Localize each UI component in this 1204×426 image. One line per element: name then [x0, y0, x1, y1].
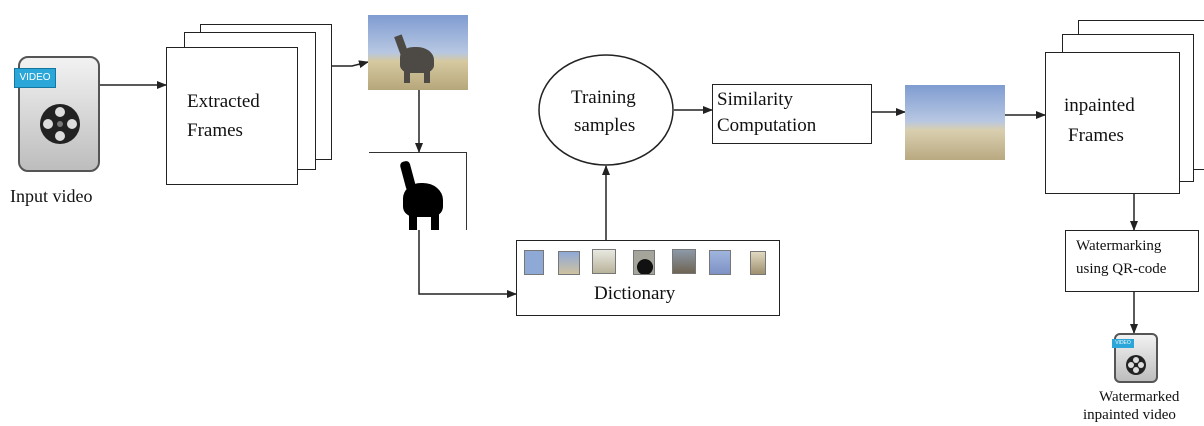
dictionary-patch	[592, 249, 616, 274]
video-badge: VIDEO	[1112, 339, 1134, 348]
elephant-frame-image	[368, 15, 468, 90]
arrow-frames-to-image	[332, 60, 369, 69]
dictionary-patch	[558, 251, 580, 275]
watermarking-node: Watermarking using QR-code	[1065, 230, 1199, 292]
arrow-mask-to-dictionary	[418, 230, 517, 298]
similarity-line1: Similarity	[717, 89, 793, 110]
input-video-node: VIDEO	[14, 56, 100, 176]
training-samples-line2: samples	[574, 115, 636, 136]
film-reel-icon	[40, 104, 80, 144]
inpainted-result-image	[905, 85, 1005, 160]
dictionary-patch	[709, 250, 731, 275]
input-video-label: Input video	[10, 186, 93, 206]
training-samples-line1: Training	[571, 87, 636, 108]
video-badge: VIDEO	[14, 68, 56, 88]
dictionary-patch	[672, 249, 696, 274]
inpainted-frames-line2: Frames	[1068, 125, 1124, 146]
extracted-frames-node: Extracted Frames	[166, 47, 298, 185]
dictionary-patch	[633, 250, 655, 275]
similarity-computation-node: Similarity Computation	[712, 84, 872, 144]
dictionary-label: Dictionary	[594, 283, 676, 304]
dictionary-patch	[750, 251, 766, 275]
similarity-line2: Computation	[717, 115, 817, 136]
training-samples-node	[538, 54, 674, 166]
dictionary-node: Dictionary	[516, 240, 780, 316]
extracted-frames-line2: Frames	[187, 120, 243, 141]
watermarking-line2: using QR-code	[1076, 261, 1167, 277]
output-video-line2: inpainted video	[1083, 407, 1176, 423]
watermarking-line1: Watermarking	[1076, 238, 1162, 254]
dictionary-patch	[524, 250, 544, 275]
inpainted-frames-line1: inpainted	[1064, 95, 1135, 116]
output-video-node: VIDEO	[1110, 333, 1162, 387]
output-video-line1: Watermarked	[1099, 389, 1180, 405]
film-reel-icon	[1126, 355, 1146, 375]
mask-image	[369, 152, 467, 230]
inpainted-frames-node: inpainted Frames	[1045, 52, 1180, 194]
extracted-frames-line1: Extracted	[187, 91, 260, 112]
